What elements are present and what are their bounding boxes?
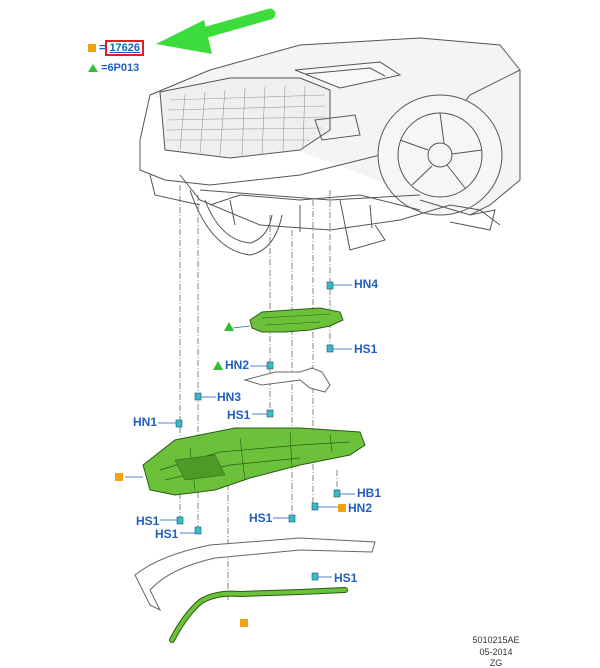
callout-leaders xyxy=(125,284,355,578)
clip-icon xyxy=(333,489,341,498)
legend-sign: = xyxy=(99,42,106,54)
legend-item-square: =17626 xyxy=(88,40,145,56)
callout-label[interactable]: HN1 xyxy=(133,415,158,429)
callout-label[interactable]: HN2 xyxy=(225,358,250,372)
callout-label[interactable]: HS1 xyxy=(249,511,273,525)
marker-triangle-icon xyxy=(88,64,98,73)
pointer-arrow-icon xyxy=(156,8,276,54)
vehicle-front-illustration xyxy=(139,37,521,256)
fastener-icons xyxy=(175,281,341,581)
legend-item-triangle: =6P013 xyxy=(88,62,139,74)
clip-icon xyxy=(175,419,183,428)
drawing-date: 05-2014 xyxy=(479,647,513,657)
clip-icon xyxy=(194,526,202,535)
callout-label[interactable]: HN2 xyxy=(348,501,373,515)
clip-icon xyxy=(326,281,334,290)
callout-label[interactable]: HS1 xyxy=(354,342,378,356)
callout-label[interactable]: HB1 xyxy=(357,486,382,500)
clip-icon xyxy=(288,514,296,523)
callout-label[interactable]: HN4 xyxy=(354,277,379,291)
legend-sign: = xyxy=(101,62,108,74)
clip-icon xyxy=(311,572,319,581)
lower-engine-shield xyxy=(142,427,366,496)
callout-label[interactable]: HS1 xyxy=(227,408,251,422)
callout-label[interactable]: HN3 xyxy=(217,390,242,404)
clip-icon xyxy=(176,516,184,525)
drawing-number: 5010215AE xyxy=(472,635,520,645)
callout-label[interactable]: HS1 xyxy=(155,527,179,541)
marker-square-icon xyxy=(115,473,123,481)
marker-square-icon xyxy=(240,619,248,627)
clip-icon xyxy=(266,361,274,370)
legend-code[interactable]: 6P013 xyxy=(107,62,140,74)
drawing-code: ZG xyxy=(489,658,503,668)
front-spoiler-panel xyxy=(134,537,376,612)
clip-icon xyxy=(311,502,319,511)
deflector-strip xyxy=(243,367,331,393)
upper-splash-shield xyxy=(249,307,344,333)
clip-icon xyxy=(326,344,334,353)
marker-triangle-icon xyxy=(224,322,234,331)
lip-seal-strip xyxy=(169,587,348,643)
alignment-lines xyxy=(179,185,338,600)
callout-label[interactable]: HS1 xyxy=(334,571,358,585)
clip-icon xyxy=(266,409,274,418)
marker-square-icon xyxy=(338,504,346,512)
clip-icon xyxy=(194,392,202,401)
marker-triangle-icon xyxy=(213,361,223,370)
legend-code-highlighted[interactable]: 17626 xyxy=(105,40,145,56)
marker-square-icon xyxy=(88,44,96,53)
callout-label[interactable]: HS1 xyxy=(136,514,160,528)
